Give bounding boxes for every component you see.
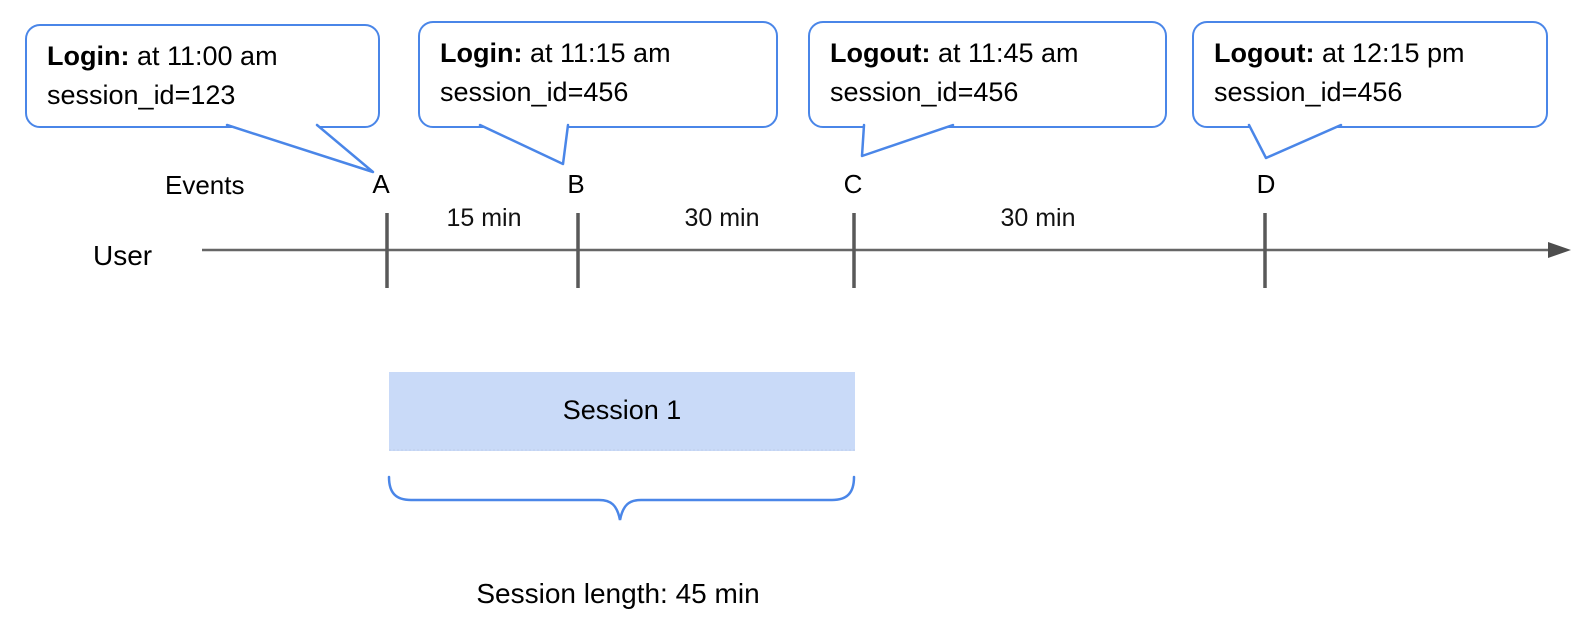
session-1-box: Session 1 bbox=[389, 372, 855, 451]
callout-login-b: Login: at 11:15 am session_id=456 bbox=[418, 21, 778, 128]
callout-login-a: Login: at 11:00 am session_id=123 bbox=[25, 24, 380, 128]
event-time: at 12:15 pm bbox=[1314, 38, 1465, 68]
callout-line1: Login: at 11:00 am bbox=[47, 37, 358, 76]
interval-a-b: 15 min bbox=[446, 204, 522, 232]
event-type-label: Login: bbox=[47, 41, 130, 71]
marker-c: C bbox=[843, 169, 863, 199]
actor-label: User bbox=[93, 240, 153, 271]
callout-line1: Login: at 11:15 am bbox=[440, 34, 756, 73]
marker-d: D bbox=[1256, 169, 1276, 199]
callout-tail-a bbox=[225, 123, 375, 174]
callout-line2: session_id=123 bbox=[47, 80, 236, 110]
event-time: at 11:45 am bbox=[930, 38, 1079, 68]
callout-tail-d bbox=[1247, 123, 1343, 160]
event-type-label: Logout: bbox=[830, 38, 931, 68]
event-type-label: Logout: bbox=[1214, 38, 1315, 68]
event-type-label: Login: bbox=[440, 38, 523, 68]
callout-logout-c: Logout: at 11:45 am session_id=456 bbox=[808, 21, 1167, 128]
timeline-arrowhead-icon bbox=[1548, 242, 1571, 258]
callout-line2: session_id=456 bbox=[830, 77, 1019, 107]
event-time: at 11:15 am bbox=[522, 38, 671, 68]
event-time: at 11:00 am bbox=[129, 41, 278, 71]
callout-line1: Logout: at 12:15 pm bbox=[1214, 34, 1526, 73]
callout-tail-c bbox=[860, 123, 955, 158]
callout-tail-b bbox=[478, 123, 570, 166]
interval-b-c: 30 min bbox=[684, 204, 760, 232]
session-1-label: Session 1 bbox=[562, 395, 682, 425]
events-axis-label: Events bbox=[165, 170, 245, 200]
callout-line2: session_id=456 bbox=[1214, 77, 1403, 107]
session-length-label: Session length: 45 min bbox=[476, 578, 760, 609]
marker-a: A bbox=[372, 169, 390, 199]
session-brace-icon bbox=[387, 475, 856, 521]
callout-logout-d: Logout: at 12:15 pm session_id=456 bbox=[1192, 21, 1548, 128]
interval-c-d: 30 min bbox=[1000, 204, 1076, 232]
callout-line2: session_id=456 bbox=[440, 77, 629, 107]
marker-b: B bbox=[567, 169, 585, 199]
callout-line1: Logout: at 11:45 am bbox=[830, 34, 1145, 73]
